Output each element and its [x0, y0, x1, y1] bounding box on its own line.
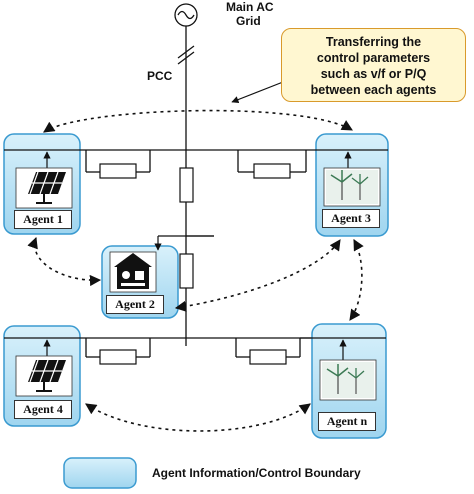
agent-n-label: Agent n	[318, 412, 376, 431]
callout-pointer	[231, 81, 284, 103]
house-load-icon	[114, 253, 152, 289]
pcc-breaker-icon	[177, 45, 195, 65]
callout-line: between each agents	[310, 83, 437, 97]
comm-link-agent3-agentn	[349, 239, 364, 321]
grid-title-line1: Main AC	[226, 0, 274, 14]
feeder-impedance	[179, 167, 194, 203]
legend-boundary-swatch	[63, 457, 137, 489]
line-impedance	[99, 163, 137, 179]
line-impedance	[249, 349, 287, 365]
wind-turbine-icon	[322, 362, 374, 398]
comm-link-agent1-agent2	[27, 236, 102, 287]
callout-line: control parameters	[316, 51, 431, 65]
agent-2-label: Agent 2	[106, 295, 164, 314]
solar-panel-icon	[28, 171, 66, 204]
line-impedance	[253, 163, 291, 179]
agent-4-label: Agent 4	[14, 400, 72, 419]
callout-line: such as v/f or P/Q	[320, 67, 427, 81]
agent-3-label: Agent 3	[322, 209, 380, 228]
comm-link-agent2-agent3	[174, 239, 341, 312]
ac-source-icon	[174, 3, 198, 27]
line-impedance	[99, 349, 137, 365]
solar-panel-icon	[28, 359, 66, 392]
callout-line: Transferring the	[325, 35, 422, 49]
pcc-label: PCC	[147, 69, 173, 83]
grid-title-line2: Grid	[236, 14, 261, 28]
comm-link-agent4-agentn	[85, 403, 311, 432]
feeder-impedance	[179, 253, 194, 289]
agent-1-label: Agent 1	[14, 210, 72, 229]
comm-link-agent1-agent3	[43, 109, 353, 133]
wind-turbine-icon	[326, 170, 378, 204]
legend-label: Agent Information/Control Boundary	[152, 466, 361, 480]
info-callout: Transferring the control parameters such…	[281, 28, 466, 102]
